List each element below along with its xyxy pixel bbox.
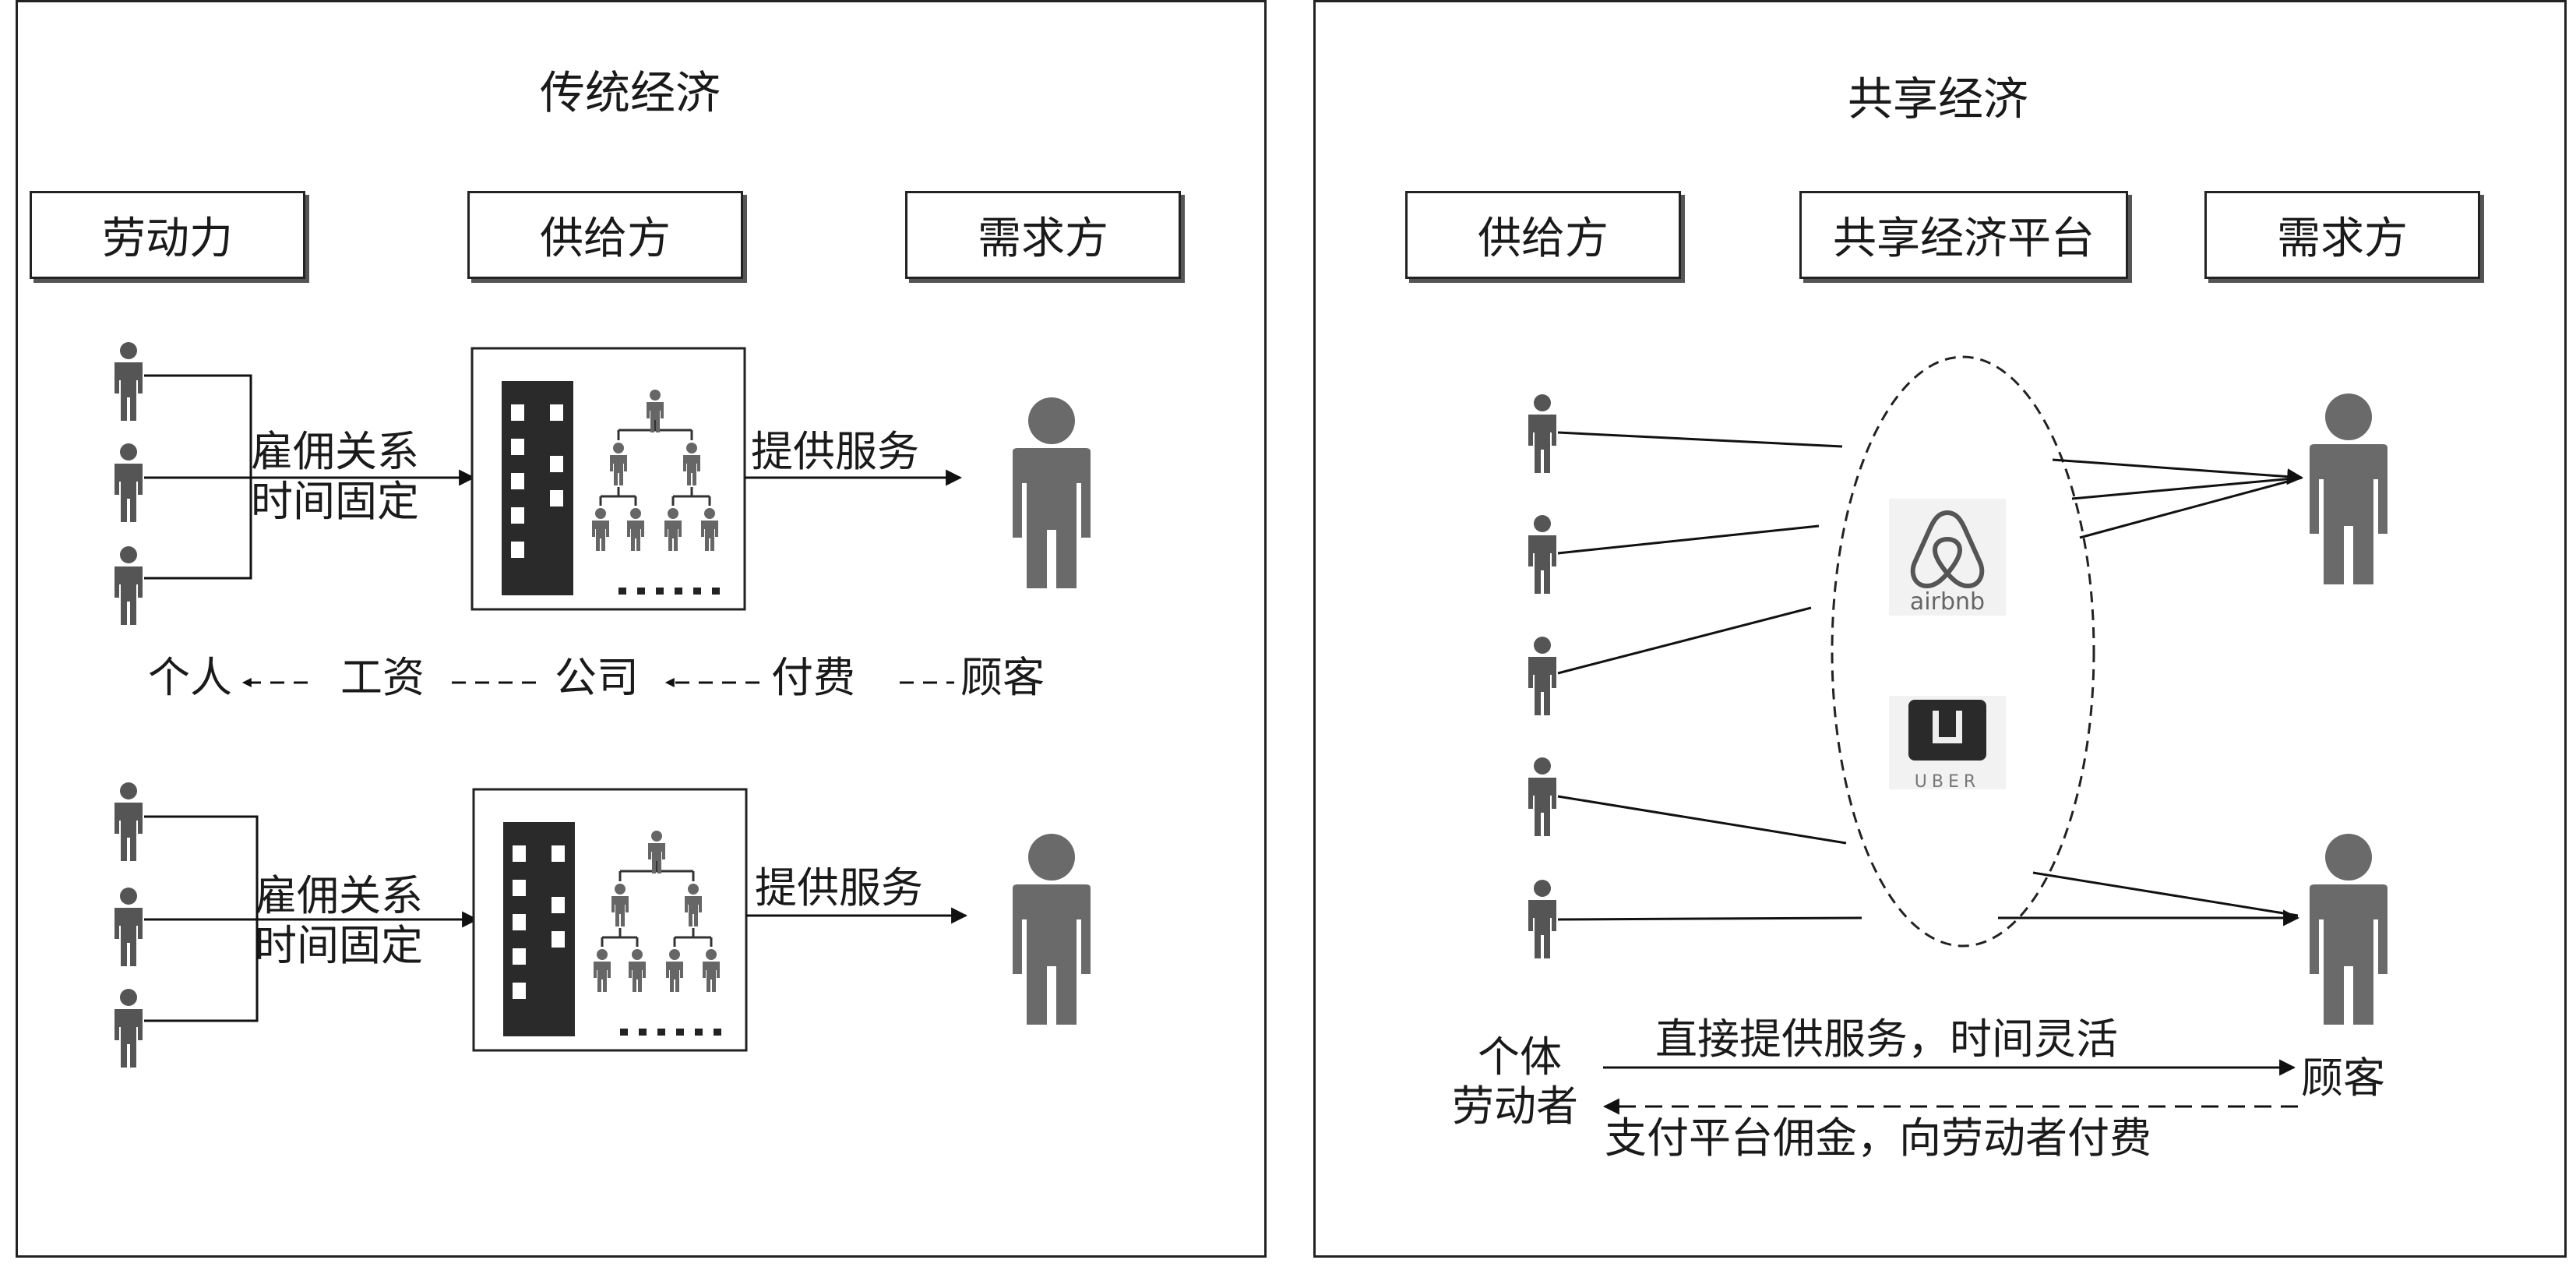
employment-bracket-row1	[144, 374, 476, 580]
labor-workers-row2	[115, 782, 143, 1068]
header-supplier-right: 供给方	[1405, 191, 1681, 279]
employment-relation-label-1: 雇佣关系	[251, 427, 419, 476]
traditional-economy-title: 传统经济	[540, 66, 721, 119]
header-labor: 劳动力	[30, 191, 305, 279]
employment-bracket-row2	[144, 815, 479, 1022]
header-supplier-left: 供给方	[467, 191, 743, 279]
customer-figure-top-right	[2310, 394, 2387, 584]
payment-label: 支付平台佣金，向劳动者付费	[1605, 1113, 2151, 1163]
flow-fee: 付费	[771, 653, 855, 702]
airbnb-logo: airbnb	[1889, 499, 2006, 616]
individual-worker-line2: 劳动者	[1452, 1082, 1578, 1131]
company-box-row1	[472, 348, 745, 609]
flow-company: 公司	[555, 653, 639, 702]
header-demand-left: 需求方	[905, 191, 1181, 279]
platform-ellipse	[1831, 355, 2095, 948]
employment-relation-label-2: 雇佣关系	[255, 871, 423, 920]
uber-logo: UBER	[1889, 696, 2006, 792]
connection-lines	[1557, 431, 2304, 926]
customer-figure-row1	[1013, 397, 1091, 588]
labor-workers-row1	[115, 342, 143, 625]
individual-workers	[1528, 394, 1556, 958]
svg-text:airbnb: airbnb	[1910, 588, 1985, 616]
flow-individual: 个人	[148, 653, 232, 702]
customer-figure-bottom-right	[2310, 834, 2387, 1025]
flow-wage: 工资	[340, 653, 425, 702]
company-box-row2	[474, 789, 746, 1050]
direct-service-label: 直接提供服务，时间灵活	[1655, 1015, 2118, 1064]
customer-figure-row2	[1013, 834, 1091, 1025]
svg-text:UBER: UBER	[1915, 772, 1980, 792]
provide-service-label-2: 提供服务	[755, 863, 923, 912]
header-demand-right: 需求方	[2204, 191, 2480, 279]
individual-worker-line1: 个体	[1478, 1032, 1562, 1082]
header-platform: 共享经济平台	[1799, 191, 2128, 279]
customer-label-right: 顾客	[2301, 1053, 2385, 1103]
fixed-time-label-1: 时间固定	[251, 477, 419, 526]
fixed-time-label-2: 时间固定	[255, 921, 423, 970]
provide-service-label-1: 提供服务	[751, 427, 919, 476]
sharing-economy-title: 共享经济	[1848, 72, 2029, 125]
flow-customer: 顾客	[960, 653, 1045, 702]
